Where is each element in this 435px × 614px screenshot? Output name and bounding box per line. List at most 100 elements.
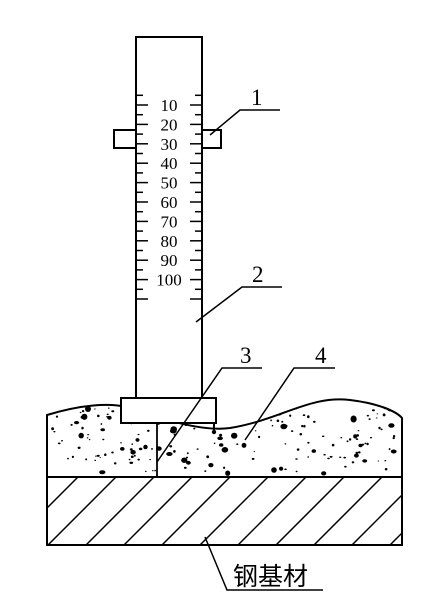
aggregate-particle [380, 428, 383, 431]
aggregate-particle [81, 426, 84, 430]
callout-3-leader [156, 367, 262, 463]
aggregate-particle [362, 459, 368, 463]
aggregate-particle [77, 446, 81, 449]
aggregate-particle [221, 447, 229, 453]
aggregate-particle [94, 459, 97, 461]
aggregate-particle [358, 443, 363, 448]
aggregate-particle [130, 450, 136, 455]
aggregate-particle [186, 460, 191, 465]
callout-4-label: 4 [315, 343, 327, 368]
aggregate-particle [368, 418, 371, 420]
callout-1-leader [209, 109, 280, 136]
steel-substrate [46, 476, 403, 546]
aggregate-particle [375, 417, 378, 419]
aggregate-particle [88, 438, 91, 441]
aggregate-particle [60, 440, 64, 442]
scale-tick-label: 10 [161, 96, 178, 115]
aggregate-particle [358, 451, 361, 454]
aggregate-particle [225, 412, 228, 415]
aggregate-particle [166, 452, 173, 456]
aggregate-particle [145, 470, 147, 473]
aggregate-particle [377, 460, 380, 462]
aggregate-particle [99, 470, 106, 475]
aggregate-particle [284, 468, 287, 471]
aggregate-particle [271, 424, 274, 427]
aggregate-particle [366, 414, 370, 417]
aggregate-particle [137, 458, 140, 461]
hatch-line [85, 477, 155, 545]
scale-tick-label: 20 [161, 115, 178, 134]
aggregate-particle [94, 408, 96, 410]
aggregate-particle [228, 420, 236, 426]
aggregate-particle [237, 410, 240, 413]
aggregate-particle [130, 455, 134, 459]
aggregate-particle [206, 455, 210, 459]
aggregate-particle [51, 427, 54, 431]
aggregate-particle [231, 432, 238, 439]
aggregate-particle [290, 430, 294, 432]
aggregate-particle [120, 442, 122, 444]
aggregate-particle [271, 467, 277, 473]
aggregate-particle [295, 470, 298, 473]
aggregate-particle [97, 414, 100, 418]
aggregate-particle [138, 447, 143, 451]
aggregate-particle [311, 449, 316, 453]
aggregate-particle [120, 447, 125, 451]
scale-ticks [136, 94, 202, 300]
aggregate-particle [384, 460, 387, 462]
gauge-foot [120, 397, 217, 424]
aggregate-particle [270, 419, 272, 422]
aggregate-particle [102, 438, 105, 441]
scale-tick-label: 40 [161, 154, 178, 173]
aggregate-particle [361, 443, 365, 446]
aggregate-particle [85, 458, 88, 461]
scale-tick-label: 50 [161, 174, 178, 193]
aggregate-particle [111, 410, 115, 413]
aggregate-particle [219, 433, 223, 437]
scale-tick-label: 90 [161, 251, 178, 270]
aggregate-particle [344, 465, 347, 468]
aggregate-particle [392, 435, 396, 438]
aggregate-particle [219, 443, 224, 447]
scale-body [135, 36, 203, 399]
hatch-line [47, 477, 79, 510]
aggregate-particle [364, 442, 367, 445]
aggregate-particle [350, 415, 357, 423]
aggregate-particle [302, 414, 306, 417]
hatch-line [275, 477, 345, 545]
aggregate-particle [55, 415, 59, 418]
aggregate-particle [204, 470, 207, 472]
aggregate-particle [369, 437, 373, 439]
aggregate-particle [152, 470, 154, 472]
aggregate-particle [343, 456, 347, 459]
aggregate-particle [169, 445, 173, 448]
aggregate-particle [346, 440, 349, 443]
hatch-line [199, 477, 269, 545]
aggregate-particle [196, 448, 199, 450]
foot-tip-point [211, 429, 217, 435]
scale-tick-label: 80 [161, 232, 178, 251]
aggregate-particle [186, 452, 189, 455]
aggregate-particle [79, 411, 82, 414]
scale-tick-label: 30 [161, 135, 178, 154]
aggregate-particle [296, 448, 300, 451]
aggregate-particle [57, 442, 61, 445]
hatch-line [389, 531, 402, 545]
aggregate-particle [106, 416, 109, 418]
aggregate-particle [388, 448, 391, 451]
aggregate-particle [225, 470, 231, 476]
aggregate-particle [100, 428, 105, 432]
callout-4-leader [244, 367, 335, 441]
hatch-line [161, 477, 231, 545]
aggregate-particle [348, 438, 352, 441]
callout-1-label: 1 [251, 85, 263, 110]
aggregate-particle [236, 443, 239, 446]
aggregate-particle [251, 457, 255, 460]
aggregate-particle [357, 430, 360, 432]
hatch-line [237, 477, 307, 545]
aggregate-particle [208, 463, 214, 468]
aggregate-particle [258, 409, 261, 411]
aggregate-particle [378, 426, 381, 430]
aggregate-particle [78, 432, 84, 439]
